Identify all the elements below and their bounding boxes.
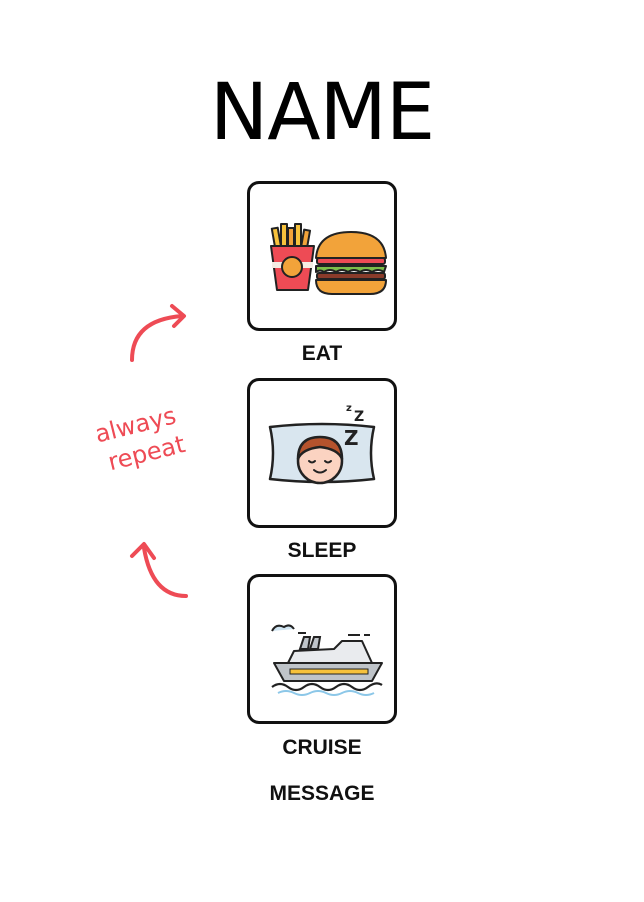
card-cruise xyxy=(247,574,397,724)
curved-arrow-back-icon xyxy=(130,542,188,598)
card-sleep: Z Z z xyxy=(247,378,397,528)
card-label-sleep: SLEEP xyxy=(287,539,357,562)
curved-arrow-up-icon xyxy=(130,304,186,362)
card-eat xyxy=(247,181,397,331)
page-title: NAME xyxy=(209,68,435,158)
message-text: MESSAGE xyxy=(269,782,375,805)
card-label-eat: EAT xyxy=(301,342,343,365)
sleeping-person-icon: Z Z z xyxy=(268,403,376,485)
svg-text:Z: Z xyxy=(354,409,364,425)
fries-burger-icon xyxy=(270,223,387,295)
annotation-text: always repeat xyxy=(86,400,188,480)
svg-text:Z: Z xyxy=(344,426,359,450)
cruise-ship-icon xyxy=(271,624,383,696)
card-label-cruise: CRUISE xyxy=(282,736,362,759)
svg-text:z: z xyxy=(346,403,352,414)
